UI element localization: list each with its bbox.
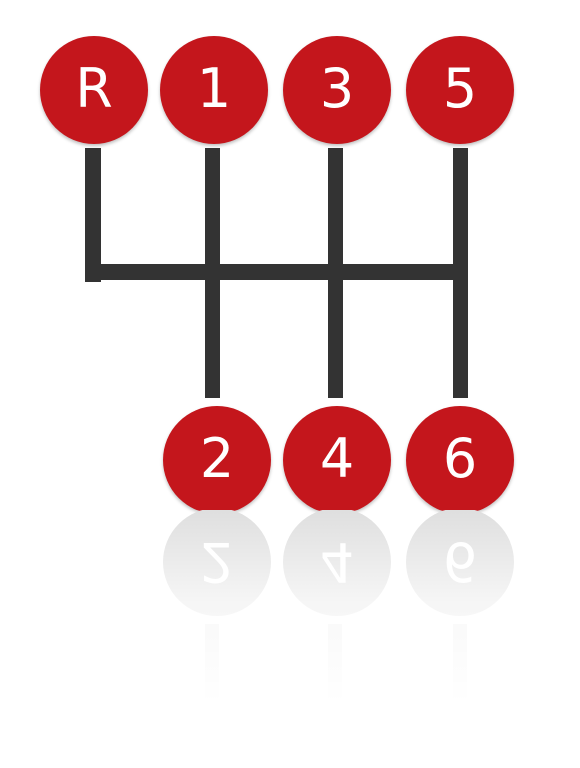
gear-knob-reverse: R [40,36,148,144]
gear-label: 5 [442,57,478,120]
gear-label: 2 [199,427,235,490]
gate-line-5-6 [453,148,468,398]
gate-line-1-2 [205,148,220,398]
gear-label: 3 [319,57,355,120]
gear-knob-2: 2 [163,406,271,514]
gear-knob-1: 1 [160,36,268,144]
reflection-fade [0,510,580,768]
gear-label: 4 [319,427,355,490]
gear-knob-3: 3 [283,36,391,144]
gear-label: R [75,57,113,120]
gate-line-neutral [85,264,468,280]
gear-label: 1 [196,57,232,120]
gear-knob-4: 4 [283,406,391,514]
gate-line-3-4 [328,148,343,398]
gate-line-reverse [85,148,101,282]
gear-knob-5: 5 [406,36,514,144]
gear-label: 6 [442,427,478,490]
gear-knob-6: 6 [406,406,514,514]
